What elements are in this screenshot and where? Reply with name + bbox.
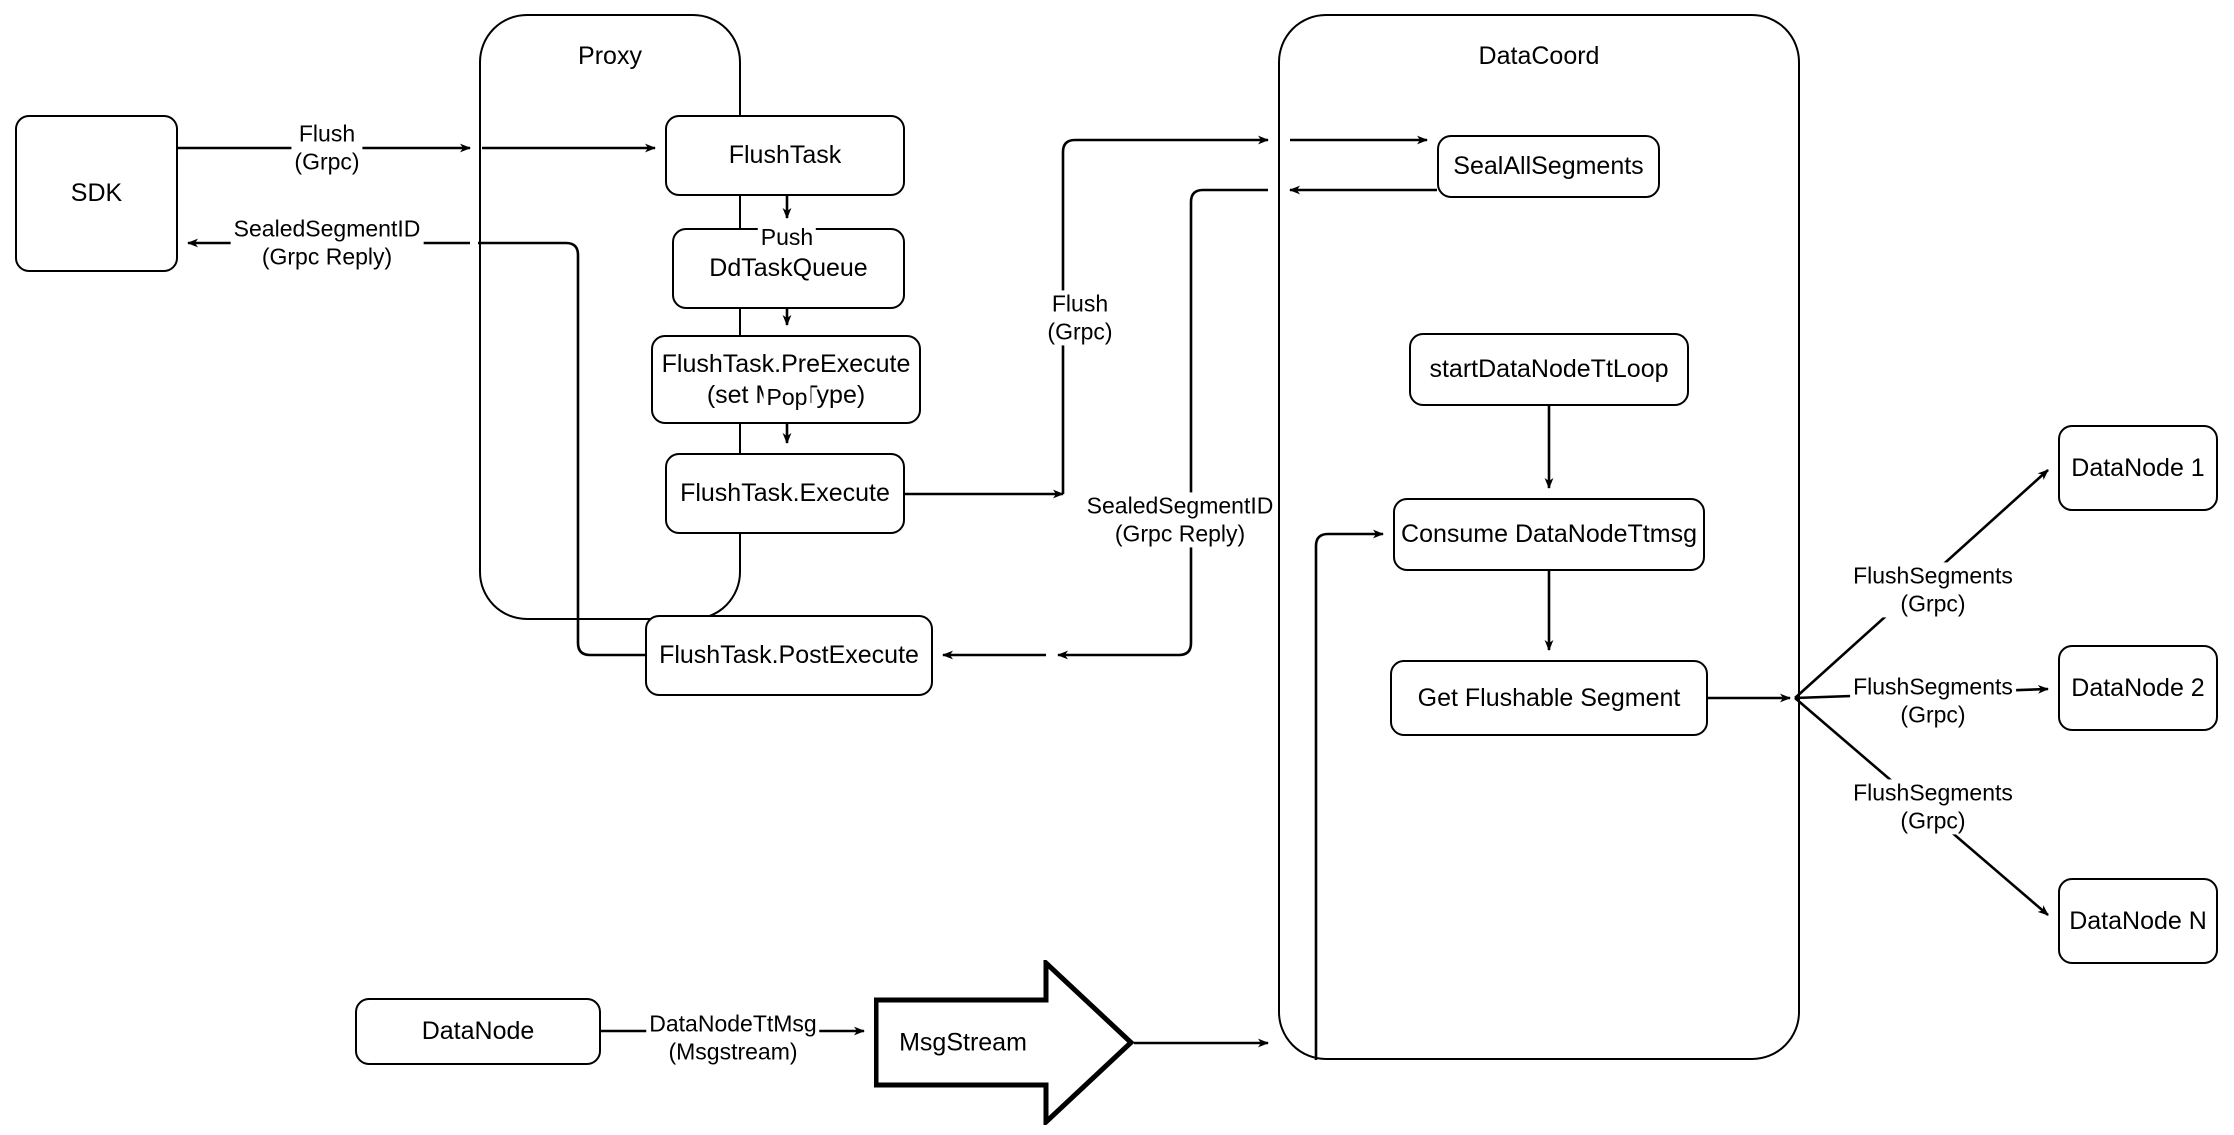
edge-label-datanodettmsg: DataNodeTtMsg (Msgstream) bbox=[646, 1010, 820, 1066]
edge-label-push: Push bbox=[757, 224, 817, 252]
container-datacoord-title: DataCoord bbox=[1478, 42, 1600, 70]
node-flushtask-postexecute[interactable]: FlushTask.PostExecute bbox=[645, 615, 933, 696]
node-flushtask-execute[interactable]: FlushTask.Execute bbox=[665, 453, 905, 534]
edge-postexecute-to-sdkline bbox=[478, 241, 645, 657]
node-consume-datanodettmsg[interactable]: Consume DataNodeTtmsg bbox=[1393, 498, 1705, 571]
node-get-flushable-segment[interactable]: Get Flushable Segment bbox=[1390, 660, 1708, 736]
node-startdatanodettloop[interactable]: startDataNodeTtLoop bbox=[1409, 333, 1689, 406]
node-msgstream-label: MsgStream bbox=[899, 1028, 1027, 1057]
container-datacoord bbox=[1278, 14, 1800, 1060]
edge-label-flushsegments-2: FlushSegments (Grpc) bbox=[1850, 673, 2016, 729]
edge-execute-up-to-datacoord bbox=[1061, 135, 1269, 494]
msgstream-arrow-shape bbox=[873, 957, 1135, 1128]
node-sdk[interactable]: SDK bbox=[15, 115, 178, 272]
edge-label-sealedsegmentid-mid: SealedSegmentID (Grpc Reply) bbox=[1083, 492, 1277, 548]
container-proxy-title: Proxy bbox=[578, 42, 642, 70]
node-datanode-1[interactable]: DataNode 1 bbox=[2058, 425, 2218, 511]
node-sealallsegments[interactable]: SealAllSegments bbox=[1437, 135, 1660, 198]
node-flushtask[interactable]: FlushTask bbox=[665, 115, 905, 196]
edge-label-sealedsegmentid-sdk: SealedSegmentID (Grpc Reply) bbox=[230, 215, 424, 271]
node-datanode-2[interactable]: DataNode 2 bbox=[2058, 645, 2218, 731]
container-proxy bbox=[479, 14, 741, 620]
edge-label-flush-grpc-sdk: Flush (Grpc) bbox=[291, 120, 363, 176]
edge-datacoord-up-to-consume bbox=[1314, 529, 1384, 1060]
edge-label-flushsegments-1: FlushSegments (Grpc) bbox=[1850, 562, 2016, 618]
node-datanode-source[interactable]: DataNode bbox=[355, 998, 601, 1065]
node-msgstream[interactable] bbox=[873, 957, 1135, 1128]
node-datanode-n[interactable]: DataNode N bbox=[2058, 878, 2218, 964]
edge-label-flushsegments-n: FlushSegments (Grpc) bbox=[1850, 779, 2016, 835]
edge-label-pop: Pop bbox=[763, 384, 811, 412]
edge-seal-reply-cross bbox=[1057, 188, 1268, 660]
edge-label-flush-grpc-mid: Flush (Grpc) bbox=[1044, 290, 1116, 346]
